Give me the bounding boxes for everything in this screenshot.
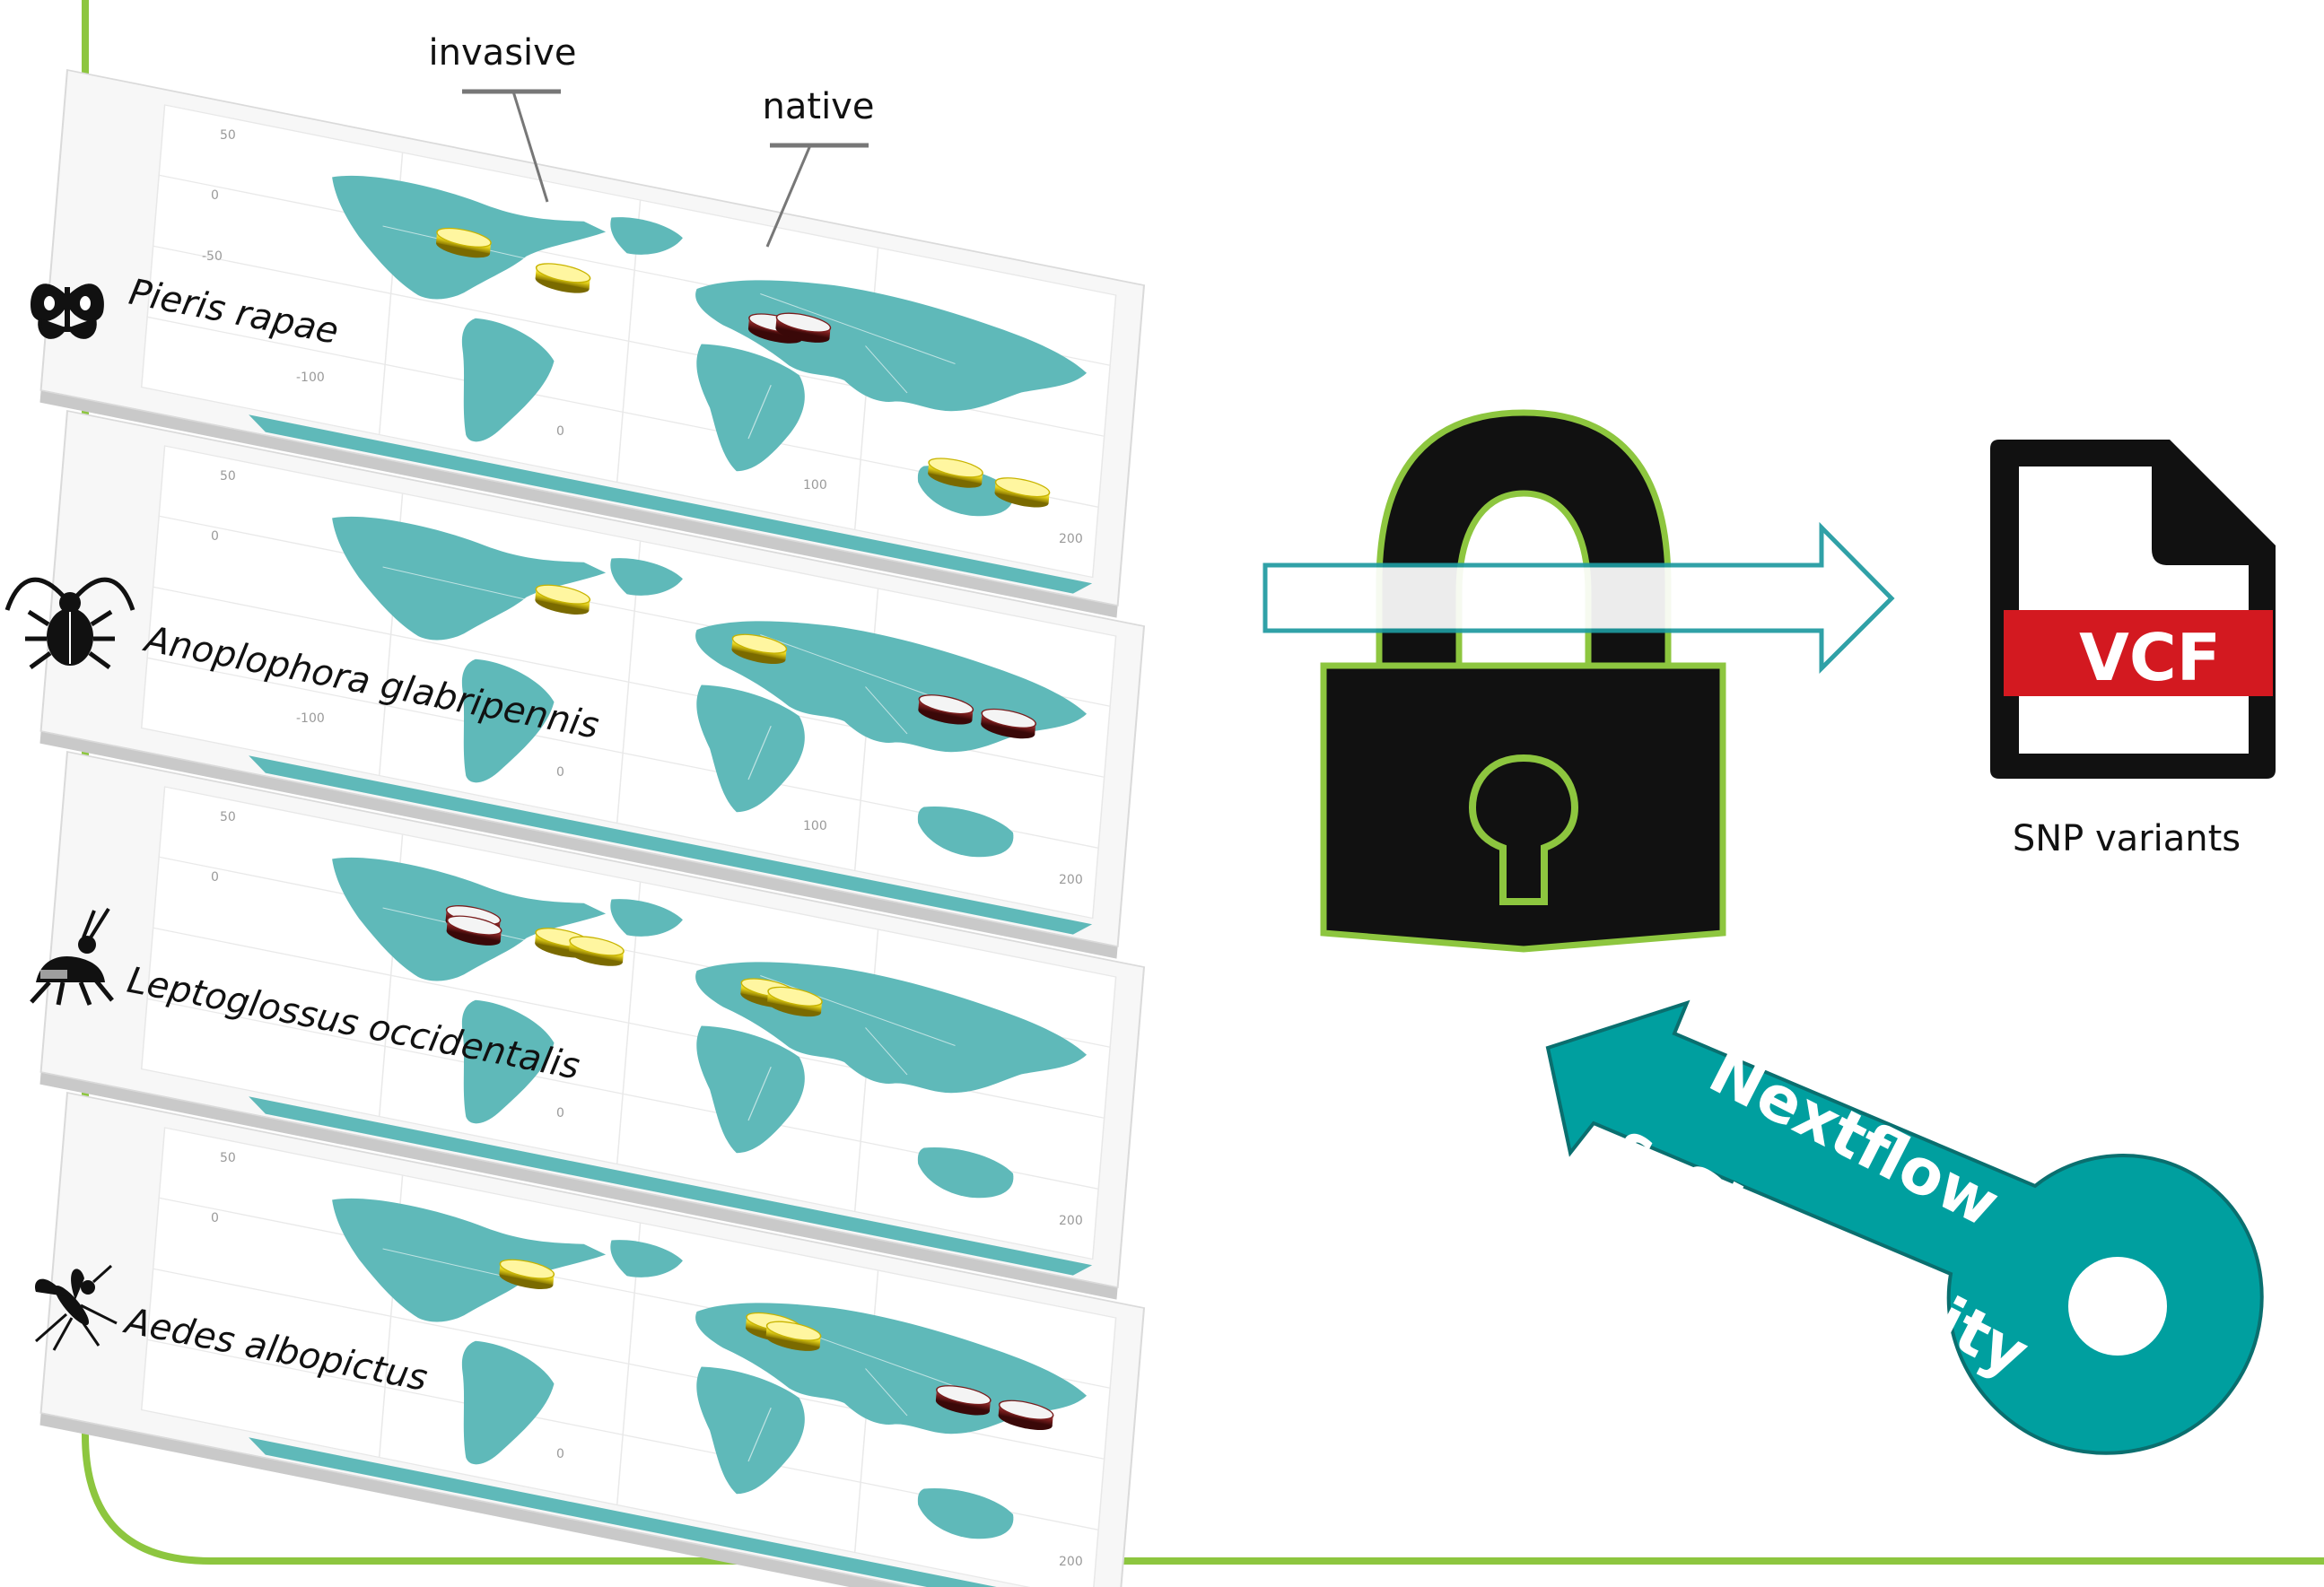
axis-ticks: 50 0 -50 -100 0 100 200 50 0 -100 0 100 … (202, 128, 1083, 1569)
tick-lon-0: 0 (556, 1106, 564, 1120)
invasive-label: invasive (429, 32, 577, 74)
tick-lon-200: 200 (1059, 1555, 1083, 1569)
bug-icon (30, 907, 114, 1006)
tick-lon-m100: -100 (296, 371, 325, 385)
key-icon: Nextflow & Singularity (1545, 999, 2264, 1455)
beetle-icon (4, 577, 135, 670)
tick-lon-200: 200 (1059, 532, 1083, 546)
flow-arrow (1262, 521, 1895, 675)
vcf-file-icon: VCF (1990, 440, 2276, 779)
tick-lat-50: 50 (220, 810, 236, 824)
tick-lon-200: 200 (1059, 873, 1083, 887)
legend-native: native (763, 86, 875, 248)
tick-lon-0: 0 (556, 765, 564, 780)
snp-variants-label: SNP variants (2013, 818, 2241, 859)
tick-lon-200: 200 (1059, 1214, 1083, 1228)
tick-lon-0: 0 (556, 424, 564, 439)
tick-lat-0: 0 (211, 529, 219, 544)
tick-lon-100: 100 (803, 819, 827, 833)
frame-border (82, 0, 2324, 1565)
butterfly-icon (31, 283, 104, 339)
mosquito-icon (35, 1264, 118, 1351)
legend-invasive: invasive (429, 32, 577, 203)
tick-lat-m50: -50 (202, 249, 223, 264)
tick-lat-50: 50 (220, 1151, 236, 1165)
native-label: native (763, 86, 875, 127)
tick-lat-0: 0 (211, 1211, 219, 1225)
vcf-badge: VCF (2079, 620, 2221, 695)
tick-lat-0: 0 (211, 188, 219, 203)
tick-lat-0: 0 (211, 870, 219, 885)
tick-lat-50: 50 (220, 128, 236, 143)
tick-lon-100: 100 (803, 478, 827, 493)
padlock-icon (1320, 409, 1726, 953)
tick-lon-m100: -100 (296, 711, 325, 726)
tick-lon-0: 0 (556, 1447, 564, 1461)
tick-lat-50: 50 (220, 469, 236, 484)
